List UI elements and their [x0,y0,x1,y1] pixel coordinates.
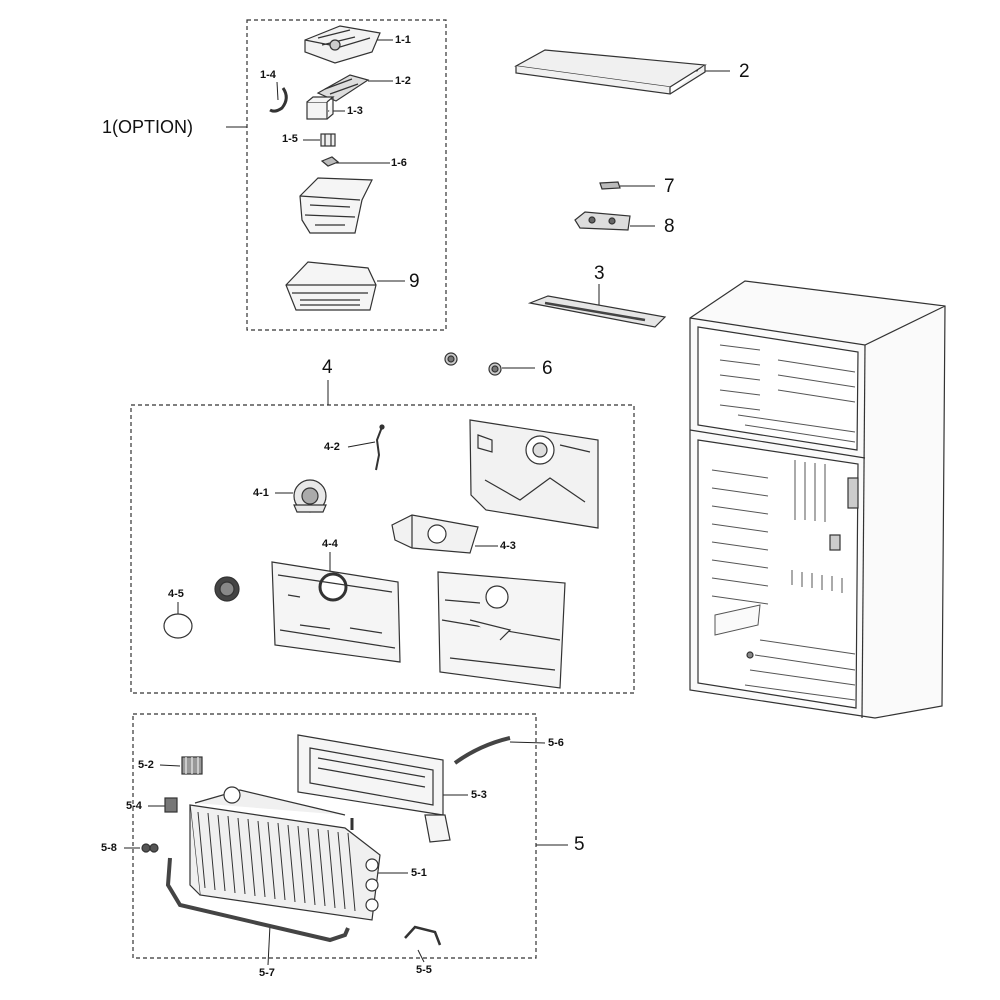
label-1-option: 1(OPTION) [102,117,194,137]
part-1-ice-bucket [299,177,373,234]
part-9-tray [285,261,377,311]
label-5-6: 5-6 [548,737,564,749]
part-3-shelf-rail [527,295,667,328]
part-5-4-terminal [164,797,178,813]
label-4-2: 4-2 [324,441,340,453]
label-4-1: 4-1 [253,487,269,499]
label-1-3: 1-3 [347,105,363,117]
label-1-4: 1-4 [260,69,276,81]
label-8: 8 [664,216,675,237]
part-4-fan-grille [214,576,240,602]
part-2-glass-shelf [514,49,707,95]
part-5-3-drain-tray [297,734,451,843]
label-4-3: 4-3 [500,540,516,552]
group-box-4 [130,404,635,694]
label-4: 4 [322,357,333,378]
part-8-cover [574,211,631,231]
label-5-5: 5-5 [416,964,432,976]
part-4-2-wire [375,424,385,471]
part-1-5-clip [320,133,336,147]
label-1-5: 1-5 [282,133,298,145]
part-4-top-panel [469,419,599,529]
part-4-evap-panel-right [437,571,566,689]
label-5-8: 5-8 [101,842,117,854]
refrigerator-cabinet [689,280,946,719]
part-5-5-bracket [404,925,442,946]
label-1-2: 1-2 [395,75,411,87]
part-4-4-evap-cover [271,561,401,663]
part-7-small-bracket [599,181,621,190]
part-4-3-duct [391,514,479,554]
part-5-8-fitting [141,843,159,853]
label-4-5: 4-5 [168,588,184,600]
part-6-caps [444,352,502,376]
part-5-1-evaporator [189,786,381,921]
part-5-2-connector [181,756,203,775]
part-1-1-ice-maker-cover [304,25,381,64]
label-5: 5 [574,834,585,855]
label-3: 3 [594,263,605,284]
label-6: 6 [542,358,553,379]
part-5-7-tube [165,857,350,943]
part-1-6-sensor [320,156,340,167]
label-5-1: 5-1 [411,867,427,879]
label-5-4: 5-4 [126,800,142,812]
label-1-1: 1-1 [395,34,411,46]
group-box-5 [132,713,537,959]
label-4-4: 4-4 [322,538,338,550]
label-1-6: 1-6 [391,157,407,169]
label-5-7: 5-7 [259,967,275,979]
part-1-3-motor-box [306,96,335,120]
part-5-6-heater [453,736,511,765]
part-4-5-disc [163,613,193,639]
group-box-1 [246,19,447,331]
label-5-2: 5-2 [138,759,154,771]
label-5-3: 5-3 [471,789,487,801]
part-1-4-wire-arm [269,87,288,113]
part-4-1-fan-motor [293,479,327,513]
label-9: 9 [409,271,420,292]
label-2: 2 [739,61,750,82]
leader-lines [124,39,730,966]
label-7: 7 [664,176,675,197]
